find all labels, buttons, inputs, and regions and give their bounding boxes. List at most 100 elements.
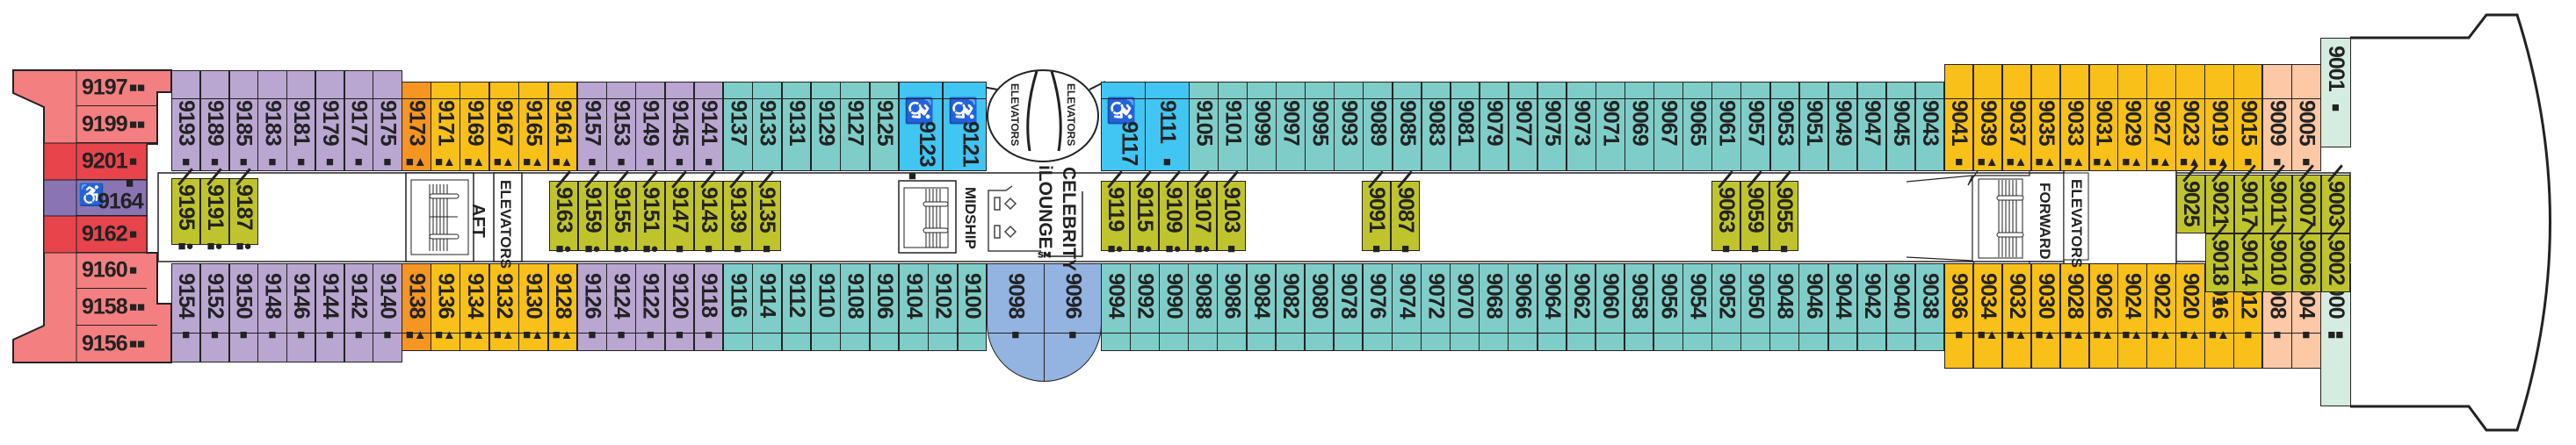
- cabin-9028[interactable]: 9028■▲: [2059, 263, 2090, 369]
- cabin-9022[interactable]: 9022■▲: [2146, 263, 2176, 369]
- cabin-9138[interactable]: 9138■▲: [402, 263, 431, 351]
- cabin-9017[interactable]: 9017: [2234, 164, 2263, 233]
- cabin-9039[interactable]: 9039■▲: [1972, 64, 2003, 171]
- cabin-9144[interactable]: 9144■: [315, 263, 344, 362]
- cabin-9150[interactable]: 9150■: [228, 263, 258, 362]
- cabin-9052[interactable]: 9052: [1711, 263, 1741, 351]
- cabin-9128[interactable]: 9128■▲: [547, 263, 578, 351]
- cabin-9179[interactable]: 9179■: [315, 70, 344, 171]
- cabin-9006[interactable]: 9006: [2292, 223, 2321, 292]
- cabin-9119[interactable]: 9119■●: [1101, 170, 1130, 256]
- cabin-9103[interactable]: 9103■: [1217, 170, 1246, 256]
- cabin-9080[interactable]: 9080: [1304, 263, 1335, 351]
- cabin-9146[interactable]: 9146■: [286, 263, 316, 362]
- cabin-9105[interactable]: 9105: [1189, 82, 1219, 171]
- cabin-9059[interactable]: 9059■: [1740, 170, 1769, 256]
- cabin-9187[interactable]: 9187■●: [229, 168, 258, 254]
- cabin-9029[interactable]: 9029■▲: [2117, 64, 2147, 171]
- cabin-9082[interactable]: 9082: [1275, 263, 1306, 351]
- cabin-9159[interactable]: 9159■●: [578, 170, 607, 256]
- cabin-9026[interactable]: 9026■▲: [2088, 263, 2118, 369]
- cabin-9041[interactable]: 9041■: [1944, 64, 1974, 171]
- cabin-9100[interactable]: 9100: [957, 263, 988, 351]
- cabin-9003[interactable]: 9003: [2321, 164, 2350, 233]
- cabin-9183[interactable]: 9183■: [257, 70, 287, 171]
- cabin-9102[interactable]: 9102: [928, 263, 959, 351]
- cabin-9023[interactable]: 9023■▲: [2175, 64, 2205, 171]
- cabin-9055[interactable]: 9055■: [1769, 170, 1798, 256]
- cabin-9155[interactable]: 9155■●: [607, 170, 636, 256]
- cabin-9163[interactable]: 9163■●: [549, 170, 578, 256]
- cabin-9161[interactable]: 9161■▲: [547, 82, 578, 171]
- cabin-9081[interactable]: 9081: [1450, 82, 1480, 171]
- cabin-9101[interactable]: 9101: [1218, 82, 1248, 171]
- cabin-9018[interactable]: 9018■: [2205, 223, 2234, 309]
- cabin-9061[interactable]: 9061: [1711, 82, 1741, 171]
- cabin-9058[interactable]: 9058: [1624, 263, 1654, 351]
- cabin-9078[interactable]: 9078: [1333, 263, 1364, 351]
- cabin-9157[interactable]: 9157■: [577, 82, 607, 171]
- cabin-9054[interactable]: 9054: [1682, 263, 1712, 351]
- cabin-9164[interactable]: ♿9164■: [76, 176, 147, 216]
- cabin-9199[interactable]: 9199■■: [76, 106, 157, 143]
- cabin-9126[interactable]: 9126■: [577, 263, 607, 351]
- cabin-9177[interactable]: 9177■: [344, 70, 373, 171]
- cabin-9094[interactable]: 9094: [1101, 263, 1131, 351]
- cabin-9108[interactable]: 9108: [840, 263, 871, 351]
- cabin-9092[interactable]: 9092: [1130, 263, 1160, 351]
- cabin-9112[interactable]: 9112: [781, 263, 812, 351]
- cabin-9071[interactable]: 9071: [1596, 82, 1625, 171]
- cabin-9075[interactable]: 9075: [1537, 82, 1567, 171]
- cabin-9110[interactable]: 9110: [811, 263, 841, 351]
- cabin-9027[interactable]: 9027■▲: [2146, 64, 2176, 171]
- cabin-9115[interactable]: 9115■●: [1130, 170, 1159, 256]
- cabin-9173[interactable]: 9173■▲: [402, 82, 431, 171]
- cabin-9087[interactable]: 9087■: [1391, 170, 1420, 256]
- cabin-9148[interactable]: 9148■: [257, 263, 287, 362]
- cabin-9073[interactable]: 9073: [1567, 82, 1596, 171]
- cabin-9089[interactable]: 9089: [1363, 82, 1393, 171]
- cabin-9010[interactable]: 9010: [2263, 223, 2292, 292]
- cabin-9099[interactable]: 9099: [1247, 82, 1277, 171]
- cabin-9072[interactable]: 9072: [1421, 263, 1451, 351]
- cabin-9175[interactable]: 9175■: [373, 70, 402, 171]
- cabin-9033[interactable]: 9033■▲: [2059, 64, 2090, 171]
- cabin-9117[interactable]: ♿9117: [1101, 82, 1146, 171]
- cabin-9065[interactable]: 9065: [1682, 82, 1712, 171]
- cabin-9111[interactable]: 9111■: [1145, 82, 1190, 171]
- cabin-9124[interactable]: 9124■: [606, 263, 636, 351]
- cabin-9152[interactable]: 9152■: [199, 263, 229, 362]
- cabin-9032[interactable]: 9032■▲: [2001, 263, 2032, 369]
- cabin-9085[interactable]: 9085: [1392, 82, 1422, 171]
- cabin-9090[interactable]: 9090: [1159, 263, 1189, 351]
- cabin-9149[interactable]: 9149■: [635, 82, 666, 171]
- cabin-9156[interactable]: 9156■■: [76, 326, 157, 362]
- cabin-9109[interactable]: 9109■●: [1159, 170, 1188, 256]
- cabin-9046[interactable]: 9046: [1798, 263, 1829, 351]
- cabin-9053[interactable]: 9053: [1769, 82, 1800, 171]
- cabin-9131[interactable]: 9131: [781, 82, 812, 171]
- cabin-9068[interactable]: 9068: [1479, 263, 1509, 351]
- cabin-9062[interactable]: 9062: [1566, 263, 1596, 351]
- cabin-9040[interactable]: 9040: [1885, 263, 1916, 351]
- cabin-9056[interactable]: 9056: [1653, 263, 1683, 351]
- cabin-9191[interactable]: 9191■●: [200, 168, 229, 254]
- cabin-9193[interactable]: 9193■: [171, 70, 201, 171]
- cabin-9147[interactable]: 9147■: [665, 170, 694, 256]
- cabin-9121[interactable]: ♿9121: [942, 82, 987, 171]
- cabin-9122[interactable]: 9122■: [635, 263, 666, 351]
- cabin-9036[interactable]: 9036■: [1944, 263, 1974, 369]
- cabin-9095[interactable]: 9095: [1305, 82, 1335, 171]
- cabin-9189[interactable]: 9189■: [199, 70, 229, 171]
- cabin-9038[interactable]: 9038: [1914, 263, 1945, 351]
- cabin-9116[interactable]: 9116: [723, 263, 753, 351]
- cabin-9011[interactable]: 9011: [2263, 164, 2292, 233]
- cabin-9024[interactable]: 9024■▲: [2117, 263, 2147, 369]
- cabin-9002[interactable]: 9002: [2321, 223, 2350, 292]
- cabin-9162[interactable]: 9162■: [76, 216, 147, 253]
- cabin-9031[interactable]: 9031■▲: [2088, 64, 2118, 171]
- cabin-9015[interactable]: 9015■: [2233, 64, 2263, 171]
- cabin-9083[interactable]: 9083: [1421, 82, 1451, 171]
- cabin-9014[interactable]: 9014: [2234, 223, 2263, 292]
- cabin-9137[interactable]: 9137: [723, 82, 753, 171]
